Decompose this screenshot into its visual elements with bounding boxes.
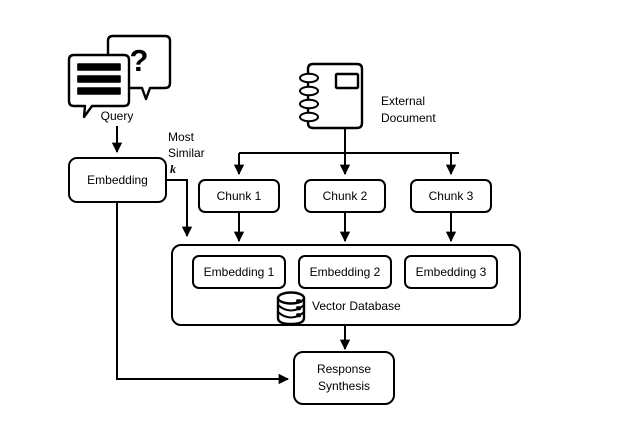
edge-embedding-to-vectordb [166, 179, 193, 238]
most-similar-label-line2: Similar [168, 146, 205, 160]
notebook-ring-4 [299, 111, 319, 123]
bubble-text-line-3 [77, 87, 121, 95]
bubble-text-line-2 [77, 75, 121, 83]
vector-database-label: Vector Database [312, 299, 401, 313]
db-tick-3 [296, 313, 301, 318]
node-chunk-1-label: Chunk 1 [217, 189, 262, 203]
notebook-ring-3 [299, 98, 319, 110]
node-chunk-3[interactable]: Chunk 3 [410, 179, 492, 213]
node-embedding-2[interactable]: Embedding 2 [298, 255, 392, 289]
notebook-ring-2 [299, 85, 319, 97]
database-cylinder-icon [276, 291, 306, 326]
external-document-label-line2: Document [381, 111, 436, 125]
node-response-synthesis[interactable]: Response Synthesis [293, 351, 395, 405]
node-embedding-2-label: Embedding 2 [310, 265, 381, 279]
most-similar-label-line1: Most [168, 130, 195, 144]
vector-database-container: Embedding 1 Embedding 2 Embedding 3 Vect [171, 244, 521, 326]
node-chunk-1[interactable]: Chunk 1 [198, 179, 280, 213]
external-document-label-line1: External [381, 94, 425, 108]
node-embedding-1[interactable]: Embedding 1 [192, 255, 286, 289]
node-chunk-2[interactable]: Chunk 2 [304, 179, 386, 213]
notebook-icon [299, 62, 364, 130]
query-label: Query [101, 109, 134, 123]
node-response-synthesis-label-line2: Synthesis [318, 379, 370, 393]
node-chunk-2-label: Chunk 2 [323, 189, 368, 203]
question-mark-glyph: ? [130, 43, 149, 78]
query-speech-bubbles-icon: ? [67, 34, 172, 119]
notebook-label-box [334, 72, 360, 90]
db-tick-1 [296, 299, 301, 304]
bubble-text-line-1 [77, 63, 121, 71]
db-tick-2 [296, 306, 301, 311]
node-embedding-1-label: Embedding 1 [204, 265, 275, 279]
node-chunk-3-label: Chunk 3 [429, 189, 474, 203]
node-embedding-3[interactable]: Embedding 3 [404, 255, 498, 289]
most-similar-k-label: k [170, 162, 176, 176]
node-embedding-query-label: Embedding [87, 173, 148, 187]
notebook-ring-1 [299, 72, 319, 84]
node-embedding-query[interactable]: Embedding [68, 157, 167, 203]
edge-embedding-to-response [116, 202, 290, 385]
node-embedding-3-label: Embedding 3 [416, 265, 487, 279]
node-response-synthesis-label-line1: Response [317, 362, 371, 376]
